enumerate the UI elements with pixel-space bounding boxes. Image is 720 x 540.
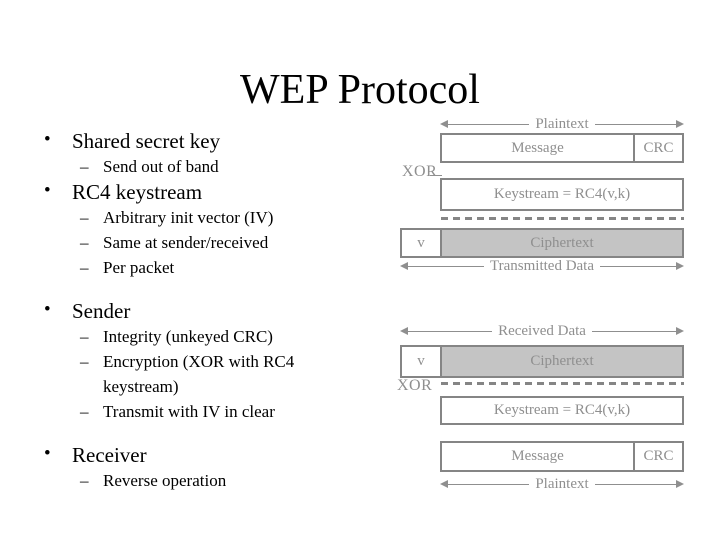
bullet-dot-icon: • bbox=[44, 443, 51, 464]
bullet-item: • RC4 keystream bbox=[43, 179, 388, 205]
sub-bullet-dash-icon: – bbox=[80, 402, 89, 421]
message-crc-row-top: Message CRC bbox=[440, 133, 684, 163]
sub-bullet-label: Send out of band bbox=[103, 157, 219, 176]
keystream-label: Keystream = RC4(v,k) bbox=[493, 402, 631, 418]
arrow-line bbox=[448, 123, 530, 125]
arrow-line bbox=[594, 123, 677, 125]
transmitted-data-label: Transmitted Data bbox=[489, 258, 595, 274]
iv-label: v bbox=[417, 353, 425, 369]
received-data-arrow: Received Data bbox=[400, 323, 684, 339]
plaintext-label-top: Plaintext bbox=[535, 116, 589, 132]
sub-bullet-dash-icon: – bbox=[80, 327, 89, 346]
message-label: Message bbox=[511, 139, 564, 156]
received-data-label: Received Data bbox=[498, 323, 586, 339]
xor-label-bottom: XOR bbox=[397, 377, 433, 394]
sub-bullet-item: –Reverse operation bbox=[43, 468, 388, 493]
arrowhead-right-icon bbox=[676, 327, 684, 335]
arrowhead-left-icon bbox=[400, 327, 408, 335]
sub-bullet-dash-icon: – bbox=[80, 233, 89, 252]
sub-bullet-label: Integrity (unkeyed CRC) bbox=[103, 327, 273, 346]
ciphertext-box-top: Ciphertext bbox=[440, 228, 684, 258]
message-box-top: Message bbox=[440, 133, 635, 163]
bullet-list: •Shared secret key –Send out of band •RC… bbox=[43, 128, 388, 493]
bullet-dot-icon: • bbox=[44, 129, 51, 150]
sub-bullet-item: –Integrity (unkeyed CRC) bbox=[43, 324, 388, 349]
message-crc-row-bottom: Message CRC bbox=[440, 441, 684, 472]
sub-bullet-dash-icon: – bbox=[80, 157, 89, 176]
arrow-line bbox=[600, 265, 676, 267]
bullet-dot-icon: • bbox=[44, 299, 51, 320]
plaintext-span-arrow-bottom: Plaintext bbox=[440, 476, 685, 492]
transmitted-data-arrow: Transmitted Data bbox=[400, 258, 684, 274]
keystream-box-bottom: Keystream = RC4(v,k) bbox=[440, 396, 684, 425]
iv-box-bottom: v bbox=[400, 345, 442, 378]
ciphertext-box-bottom: Ciphertext bbox=[440, 345, 684, 378]
sub-bullet-item: –Encryption (XOR with RC4 keystream) bbox=[43, 349, 388, 399]
bullet-label: Sender bbox=[72, 299, 131, 323]
bullet-group-rc4-keystream: •RC4 keystream –Arbitrary init vector (I… bbox=[43, 179, 388, 280]
keystream-row-top: Keystream = RC4(v,k) bbox=[440, 178, 684, 211]
bullet-dot-icon: • bbox=[44, 180, 51, 201]
arrow-line bbox=[591, 330, 676, 332]
crc-label: CRC bbox=[643, 139, 674, 156]
sub-bullet-item: –Transmit with IV in clear bbox=[43, 399, 388, 424]
xor-cut-dashed-line-bottom bbox=[441, 382, 684, 385]
page-title: WEP Protocol bbox=[240, 67, 480, 113]
crc-box-top: CRC bbox=[633, 133, 684, 163]
sub-bullet-label: Encryption (XOR with RC4 keystream) bbox=[103, 352, 295, 396]
ciphertext-label: Ciphertext bbox=[530, 234, 594, 251]
iv-label: v bbox=[417, 234, 425, 251]
arrowhead-left-icon bbox=[440, 480, 448, 488]
bullet-item: • Shared secret key bbox=[43, 128, 388, 154]
sub-bullet-dash-icon: – bbox=[80, 471, 89, 490]
xor-cut-dashed-line-top bbox=[441, 217, 684, 220]
iv-ciphertext-row-bottom: v Ciphertext bbox=[400, 345, 684, 378]
arrow-line bbox=[408, 265, 484, 267]
ciphertext-label: Ciphertext bbox=[530, 353, 594, 369]
arrow-line bbox=[594, 483, 677, 485]
sub-bullet-item: –Per packet bbox=[43, 255, 388, 280]
bullet-group-shared-secret-key: • Shared secret key –Send out of band bbox=[43, 128, 388, 179]
keystream-box-top: Keystream = RC4(v,k) bbox=[440, 178, 684, 211]
arrow-line bbox=[408, 330, 493, 332]
iv-box-top: v bbox=[400, 228, 442, 258]
arrowhead-right-icon bbox=[676, 262, 684, 270]
sub-bullet-label: Reverse operation bbox=[103, 471, 227, 490]
xor-connector-line bbox=[430, 175, 442, 176]
sub-bullet-item: –Same at sender/received bbox=[43, 230, 388, 255]
crc-label: CRC bbox=[643, 448, 674, 464]
arrowhead-right-icon bbox=[676, 120, 685, 128]
bullet-label: RC4 keystream bbox=[72, 180, 203, 204]
keystream-row-bottom: Keystream = RC4(v,k) bbox=[440, 396, 684, 425]
keystream-label: Keystream = RC4(v,k) bbox=[493, 186, 631, 202]
arrow-line bbox=[448, 483, 530, 485]
bullet-label: Shared secret key bbox=[72, 129, 221, 153]
sub-bullet-label: Transmit with IV in clear bbox=[103, 402, 275, 421]
message-label: Message bbox=[511, 448, 564, 464]
sub-bullet-item: –Arbitrary init vector (IV) bbox=[43, 205, 388, 230]
sub-bullet-label: Same at sender/received bbox=[103, 233, 269, 252]
bullet-label: Receiver bbox=[72, 443, 147, 467]
xor-label-top: XOR bbox=[402, 163, 438, 180]
crc-box-bottom: CRC bbox=[633, 441, 684, 472]
bullet-group-sender: •Sender –Integrity (unkeyed CRC) –Encryp… bbox=[43, 298, 388, 424]
plaintext-label-bottom: Plaintext bbox=[535, 476, 589, 492]
sub-bullet-dash-icon: – bbox=[80, 258, 89, 277]
bullet-group-receiver: • Receiver –Reverse operation bbox=[43, 442, 388, 493]
sub-bullet-dash-icon: – bbox=[80, 208, 89, 227]
sub-bullet-label: Arbitrary init vector (IV) bbox=[103, 208, 274, 227]
message-box-bottom: Message bbox=[440, 441, 635, 472]
sub-bullet-item: –Send out of band bbox=[43, 154, 388, 179]
arrowhead-right-icon bbox=[676, 480, 685, 488]
sub-bullet-dash-icon: – bbox=[80, 352, 89, 371]
plaintext-span-arrow-top: Plaintext bbox=[440, 116, 685, 132]
bullet-item: • Sender bbox=[43, 298, 388, 324]
iv-ciphertext-row-top: v Ciphertext bbox=[400, 228, 684, 258]
bullet-item: • Receiver bbox=[43, 442, 388, 468]
arrowhead-left-icon bbox=[400, 262, 408, 270]
arrowhead-left-icon bbox=[440, 120, 448, 128]
sub-bullet-label: Per packet bbox=[103, 258, 175, 277]
